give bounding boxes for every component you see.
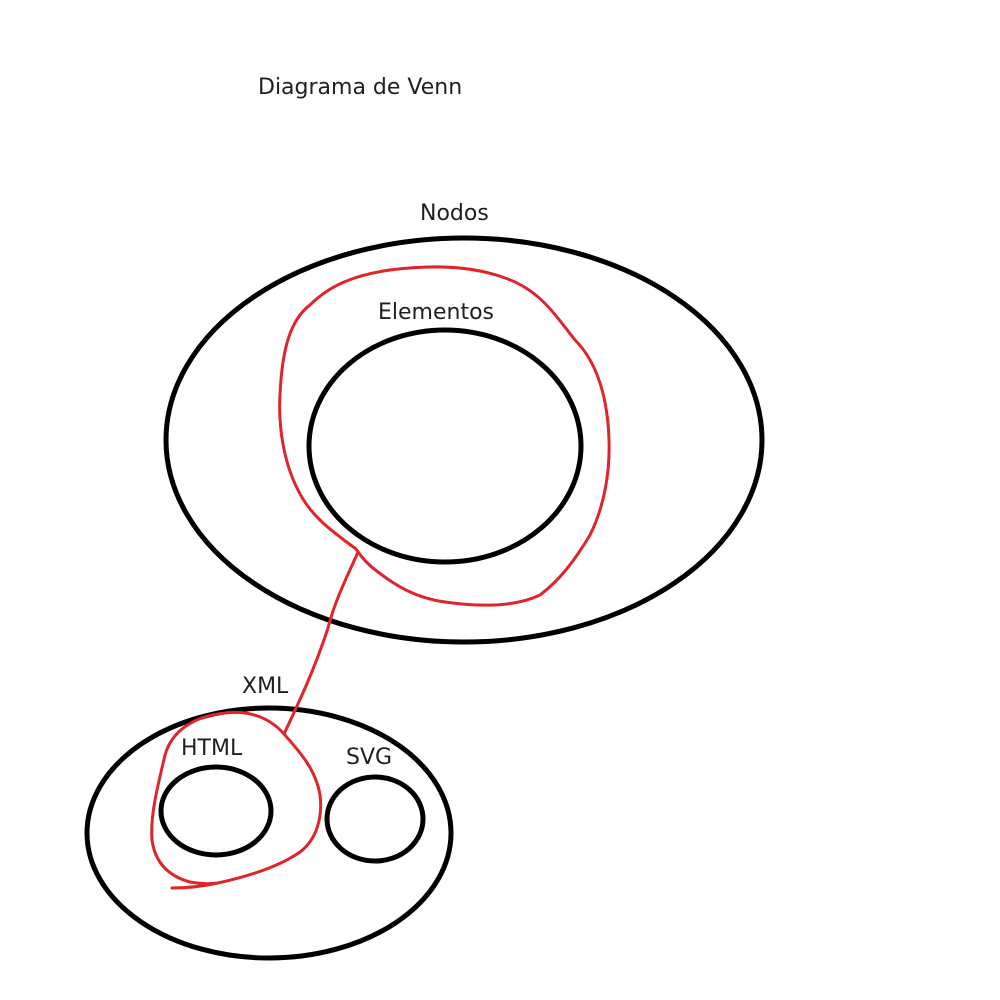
diagram-title: Diagrama de Venn [258, 75, 463, 100]
html-set-label: HTML [181, 736, 243, 761]
xml-set-label: XML [242, 674, 289, 699]
svg-set-label: SVG [346, 745, 393, 770]
elementos-set-ellipse [306, 327, 584, 565]
highlight-connector-line [282, 550, 360, 736]
xml-set-ellipse [84, 705, 454, 961]
nodos-set-label: Nodos [420, 201, 489, 226]
elementos-highlight-loop [278, 265, 611, 607]
nodos-set-ellipse [163, 235, 765, 645]
html-highlight-loop [150, 710, 323, 890]
elementos-set-label: Elementos [378, 300, 495, 325]
svg-set-ellipse [324, 774, 426, 864]
html-set-ellipse [158, 764, 274, 858]
